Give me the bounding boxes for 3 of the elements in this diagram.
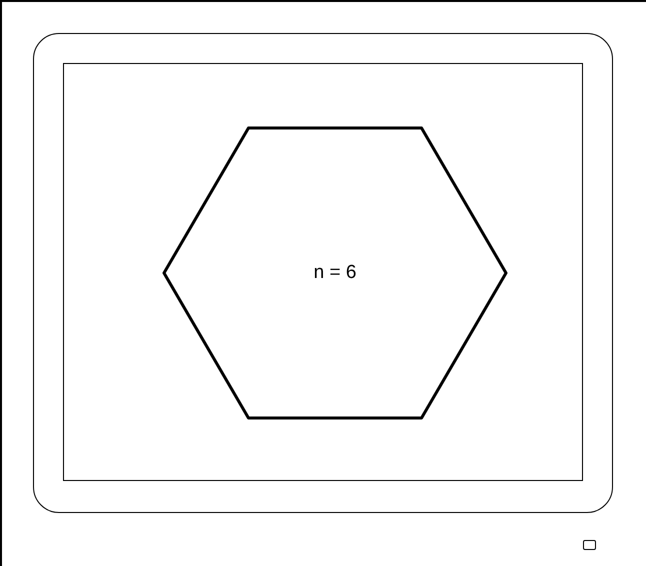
hexagon-label: n = 6 <box>314 262 356 283</box>
screen-area <box>63 63 583 481</box>
monitor-frame <box>33 33 613 513</box>
